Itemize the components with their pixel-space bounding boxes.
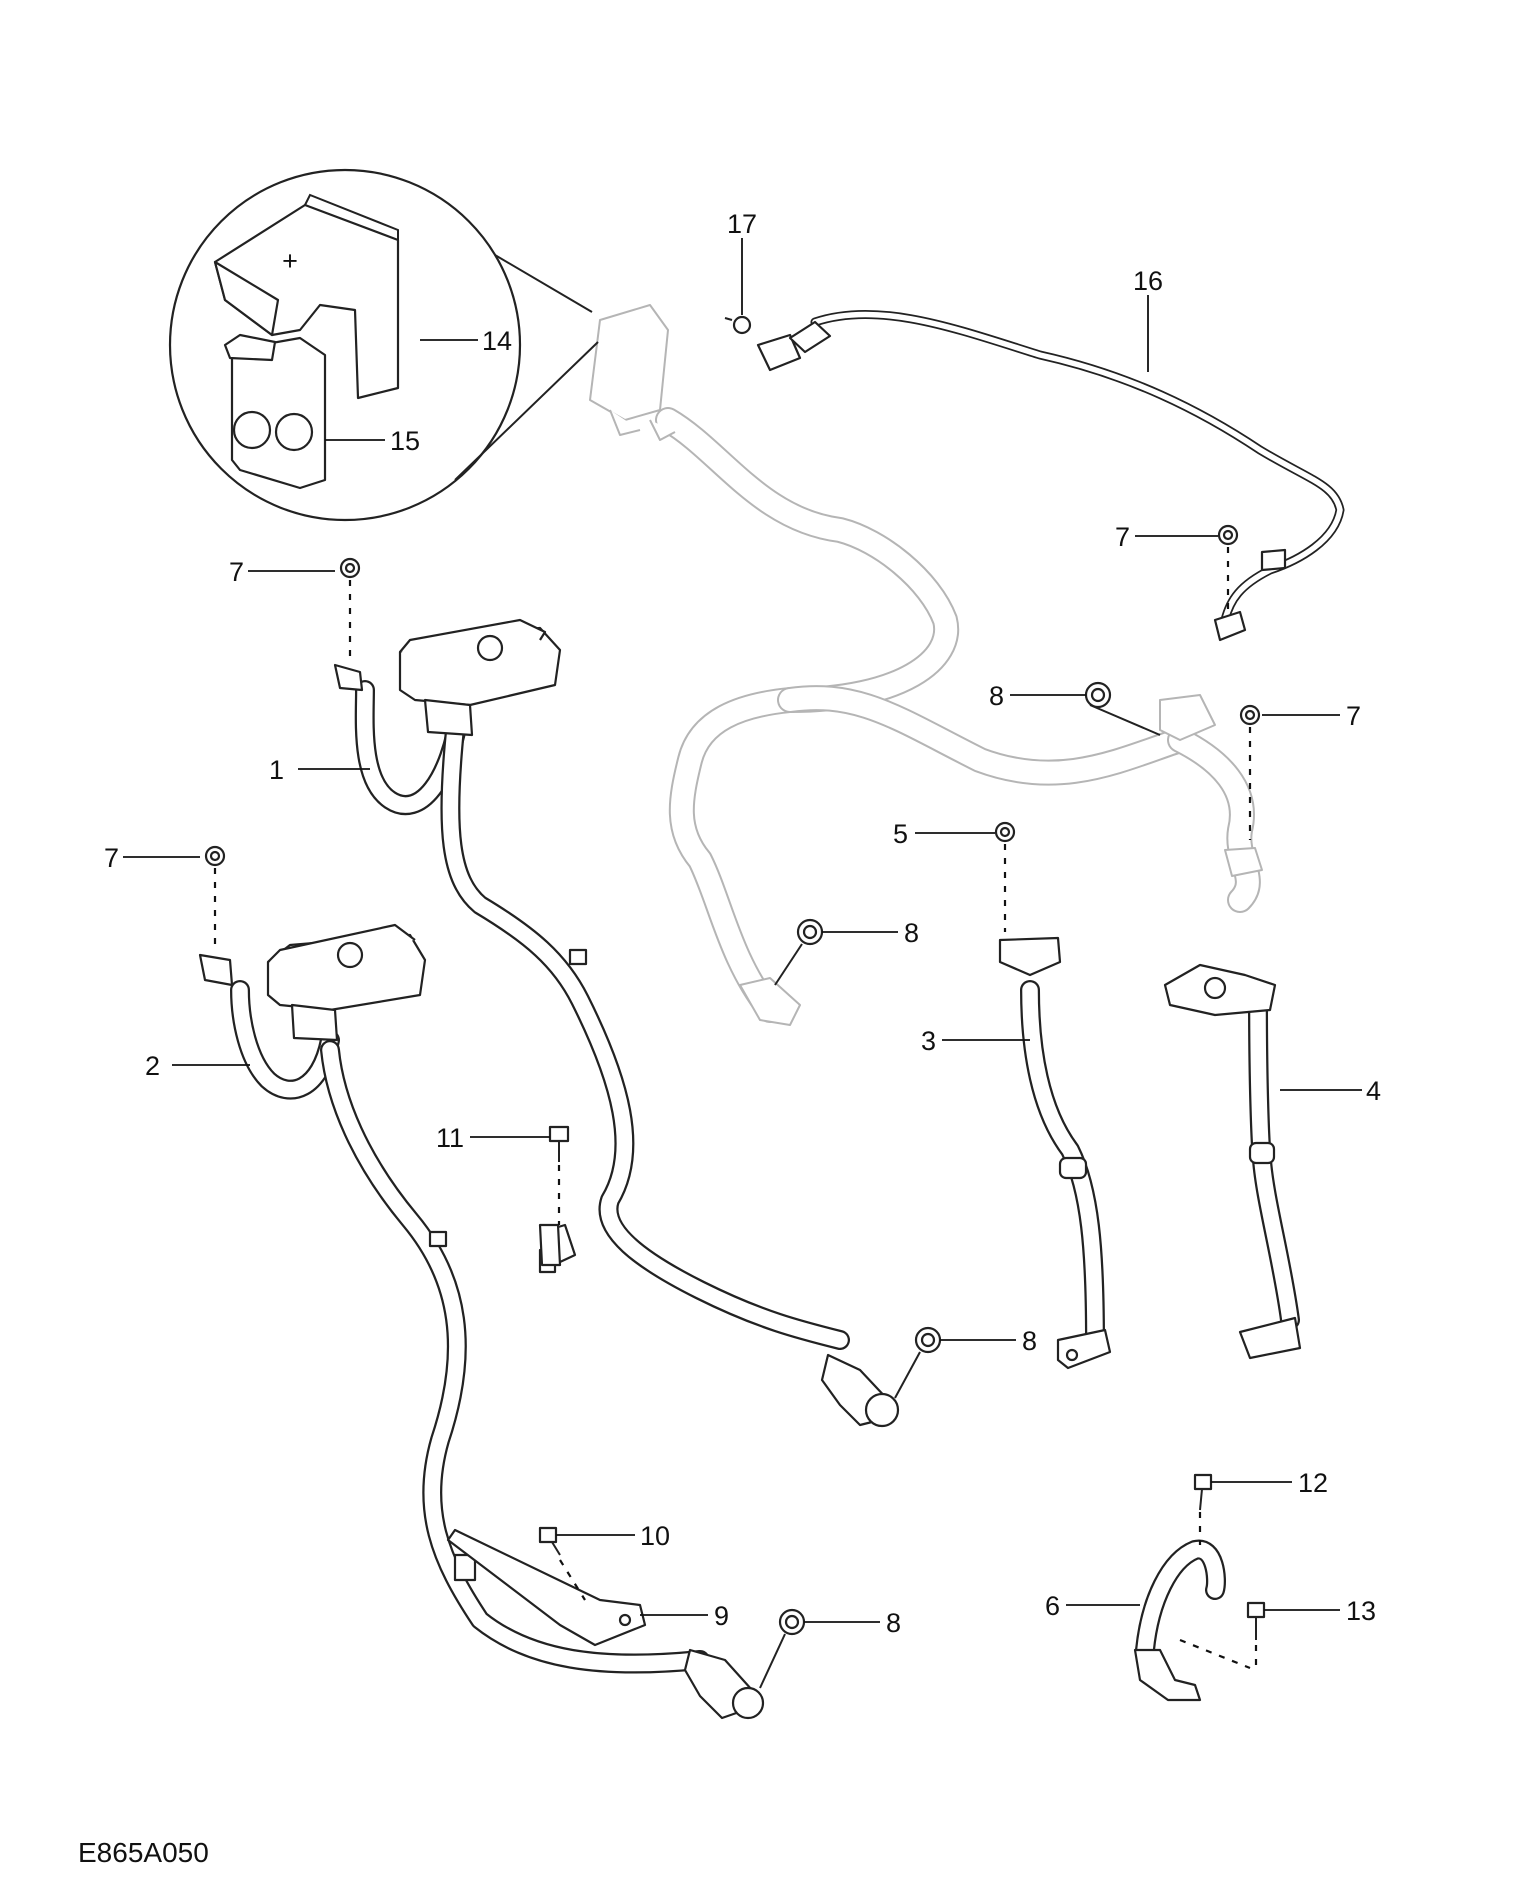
nut-8-a — [1084, 681, 1112, 709]
callout-2: 2 — [145, 1051, 160, 1081]
nut-7-d — [1239, 704, 1261, 726]
callout-13: 13 — [1346, 1596, 1376, 1626]
callout-16: 16 — [1133, 266, 1163, 296]
detail-inset: + — [168, 168, 599, 522]
fuse-terminal-block — [223, 333, 327, 490]
assembly-lines — [213, 547, 1258, 1689]
cable-1 — [333, 618, 900, 1428]
bolt-11 — [548, 1125, 570, 1162]
bolt-12 — [1193, 1473, 1213, 1511]
bolt-17 — [724, 315, 752, 335]
callout-6: 6 — [1045, 1591, 1060, 1621]
bolt-10 — [538, 1526, 561, 1556]
callout-7-d: 7 — [1346, 701, 1361, 731]
callout-15: 15 — [390, 426, 420, 456]
callout-7-c: 7 — [1115, 522, 1130, 552]
callout-7-b: 7 — [104, 843, 119, 873]
callout-14: 14 — [482, 326, 512, 356]
bolt-13 — [1246, 1601, 1266, 1640]
nut-7-c — [1217, 524, 1239, 546]
callout-8-a: 8 — [989, 681, 1004, 711]
nut-8-c — [914, 1326, 942, 1354]
nut-7-b — [204, 845, 226, 867]
leader-lines — [123, 238, 1362, 1623]
callout-9: 9 — [714, 1601, 729, 1631]
cable-4 — [1163, 963, 1302, 1360]
harness-16 — [756, 309, 1345, 642]
nut-8-d — [778, 1608, 806, 1636]
callout-8-d: 8 — [886, 1608, 901, 1638]
strap-6 — [1133, 1539, 1226, 1702]
bolt-clip-11 — [538, 1223, 562, 1267]
positive-terminal-cover: + — [213, 193, 400, 400]
callout-12: 12 — [1298, 1468, 1328, 1498]
fasteners — [204, 315, 1266, 1640]
callout-8-c: 8 — [1022, 1326, 1037, 1356]
positive-symbol: + — [282, 246, 298, 276]
nut-5 — [994, 821, 1016, 843]
callout-3: 3 — [921, 1026, 936, 1056]
reference-code: E865A050 — [78, 1837, 209, 1868]
callout-5: 5 — [893, 819, 908, 849]
callout-7-a: 7 — [229, 557, 244, 587]
callout-17: 17 — [727, 209, 757, 239]
callout-labels: 7 1 7 2 3 4 5 6 7 7 8 8 8 8 9 10 11 12 1… — [104, 209, 1381, 1638]
callout-4: 4 — [1366, 1076, 1381, 1106]
callout-1: 1 — [269, 755, 284, 785]
callout-8-b: 8 — [904, 918, 919, 948]
ghost-main-harness — [589, 304, 1263, 1026]
callout-10: 10 — [640, 1521, 670, 1551]
nut-7-a — [339, 557, 361, 579]
cable-2 — [198, 923, 765, 1720]
cable-3 — [998, 936, 1112, 1370]
nut-8-b — [796, 918, 824, 946]
callout-11: 11 — [436, 1123, 464, 1153]
bracket-9 — [446, 1528, 647, 1647]
